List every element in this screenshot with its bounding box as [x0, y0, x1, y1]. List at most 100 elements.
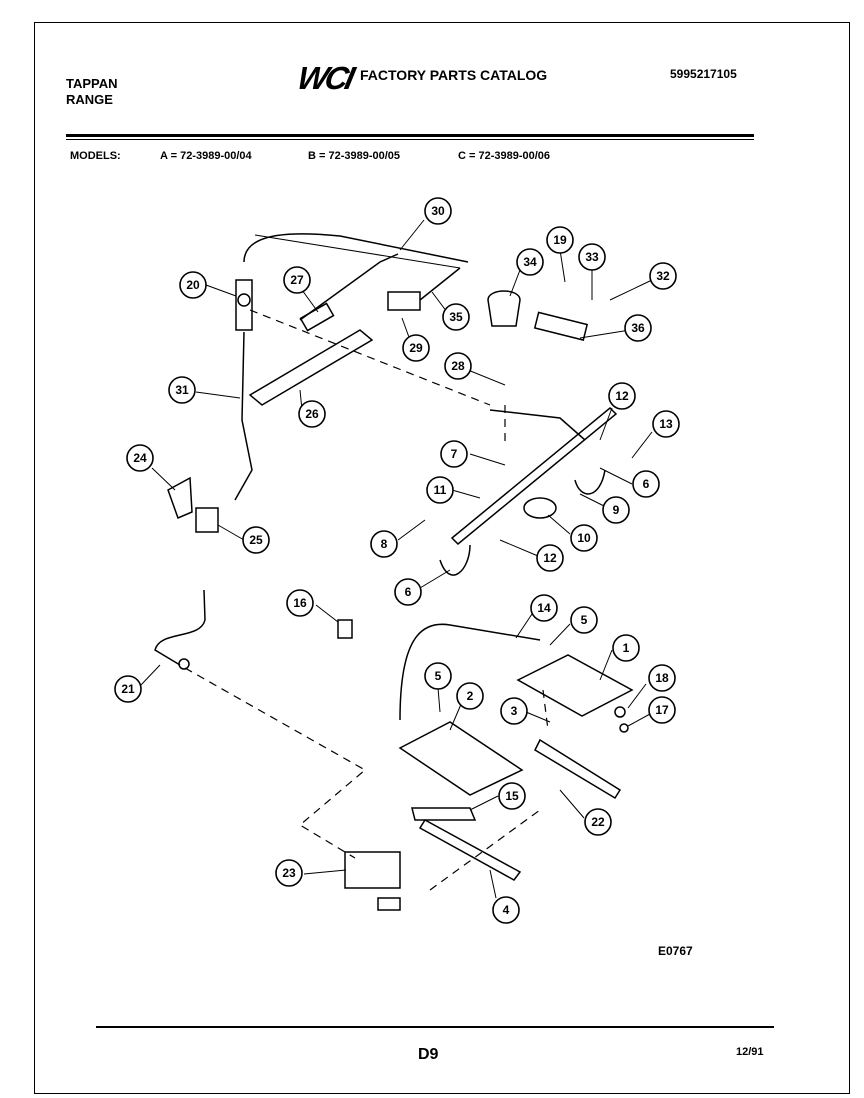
callout-label: 28 — [451, 359, 465, 373]
leader-lines — [139, 219, 653, 899]
models-label: MODELS: — [70, 150, 121, 162]
bypass-tube — [234, 331, 253, 501]
catalog-number: 5995217105 — [670, 67, 737, 81]
figure-code: E0767 — [658, 944, 693, 958]
model-c: C = 72-3989-00/06 — [458, 150, 551, 162]
callout-label: 17 — [655, 703, 669, 717]
ignitor-block — [387, 291, 421, 311]
callout-label: 26 — [305, 407, 319, 421]
callout-label: 11 — [434, 483, 447, 497]
callout-31: 31 — [168, 376, 196, 404]
callout-label: 33 — [585, 250, 599, 264]
callout-label: 9 — [613, 503, 620, 517]
callout-18: 18 — [648, 664, 676, 692]
callout-23: 23 — [275, 859, 303, 887]
callout-label: 29 — [409, 341, 423, 355]
fitting-body — [235, 279, 253, 331]
valve-cap — [487, 290, 521, 327]
callout-label: 31 — [175, 383, 189, 397]
callout-20: 20 — [179, 271, 207, 299]
callout-label: 5 — [435, 669, 442, 683]
callout-label: 24 — [133, 451, 147, 465]
callout-label: 12 — [543, 551, 557, 565]
callout-24: 24 — [126, 444, 154, 472]
catalog-title: FACTORY PARTS CATALOG — [360, 67, 548, 83]
callout-36: 36 — [624, 314, 652, 342]
callout-14: 14 — [530, 594, 558, 622]
pilot-tube — [439, 544, 471, 576]
orifice-18 — [614, 706, 626, 718]
footer-rule — [96, 1026, 774, 1028]
callout-15: 15 — [498, 782, 526, 810]
callout-19: 19 — [546, 226, 574, 254]
callout-label: 12 — [615, 389, 629, 403]
callout-label: 25 — [249, 533, 263, 547]
callout-label: 22 — [591, 815, 605, 829]
callout-label: 4 — [503, 903, 510, 917]
callout-28: 28 — [444, 352, 472, 380]
callout-label: 2 — [467, 689, 474, 703]
callout-label: 19 — [553, 233, 567, 247]
callout-35: 35 — [442, 303, 470, 331]
callout-8: 8 — [370, 530, 398, 558]
callout-22: 22 — [584, 808, 612, 836]
callout-13: 13 — [652, 410, 680, 438]
callout-label: 23 — [282, 866, 296, 880]
callout-29: 29 — [402, 334, 430, 362]
top-burner-right — [516, 654, 634, 717]
brand-line-2: RANGE — [66, 92, 113, 107]
callout-label: 32 — [656, 269, 670, 283]
orifice-loop — [523, 497, 557, 519]
burner-tube-right — [534, 738, 622, 800]
callout-30: 30 — [424, 197, 452, 225]
callout-label: 1 — [623, 641, 630, 655]
thermocouple-bracket — [299, 302, 335, 332]
thermocouple-lead — [299, 253, 399, 321]
callout-27: 27 — [283, 266, 311, 294]
callout-33: 33 — [578, 243, 606, 271]
mounting-bracket — [167, 476, 193, 520]
callout-5: 5 — [424, 662, 452, 690]
switch-bracket — [533, 311, 589, 341]
pilot-tube-2 — [574, 469, 606, 495]
callout-2: 2 — [456, 682, 484, 710]
callout-11: 11 — [426, 476, 454, 504]
upper-gas-line-inner — [254, 234, 461, 269]
ignitor-wire — [419, 267, 461, 301]
callout-9: 9 — [602, 496, 630, 524]
orifice-17 — [619, 723, 629, 733]
callout-6: 6 — [394, 578, 422, 606]
callout-label: 30 — [431, 204, 445, 218]
fitting-nut — [237, 293, 251, 307]
callout-label: 13 — [659, 417, 673, 431]
callout-6: 6 — [632, 470, 660, 498]
model-a: A = 72-3989-00/04 — [160, 150, 252, 162]
callout-label: 8 — [381, 537, 388, 551]
callout-label: 7 — [451, 447, 458, 461]
valve-outlet — [377, 897, 401, 911]
callout-5: 5 — [570, 606, 598, 634]
callout-3: 3 — [500, 697, 528, 725]
callout-label: 20 — [186, 278, 200, 292]
callout-label: 21 — [121, 682, 135, 696]
crossover-tube — [411, 807, 477, 821]
brand-line-1: TAPPAN — [66, 76, 118, 91]
page-border — [34, 22, 850, 1094]
burner-manifold — [450, 406, 618, 546]
top-burner-left — [398, 721, 524, 796]
callout-26: 26 — [298, 400, 326, 428]
callout-label: 27 — [290, 273, 304, 287]
lower-tube — [154, 589, 206, 666]
callout-17: 17 — [648, 696, 676, 724]
callout-34: 34 — [516, 248, 544, 276]
callout-label: 6 — [405, 585, 412, 599]
manifold-branch — [489, 409, 586, 441]
upper-gas-line — [243, 233, 469, 263]
spark-clip — [337, 619, 353, 639]
callout-12: 12 — [536, 544, 564, 572]
page-code: D9 — [418, 1046, 439, 1063]
callout-label: 35 — [449, 310, 463, 324]
header-rule-thick — [66, 134, 754, 137]
